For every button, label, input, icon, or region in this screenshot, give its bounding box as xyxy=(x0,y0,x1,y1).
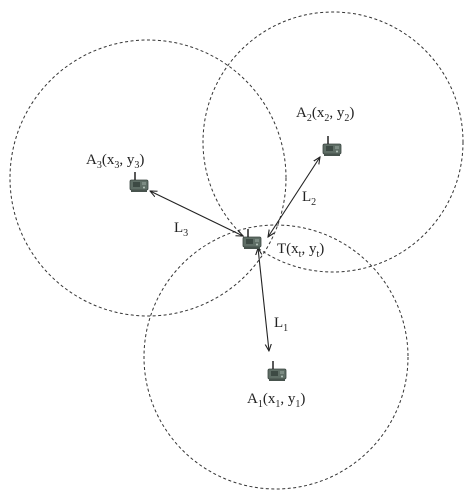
range-circle-a1 xyxy=(143,224,409,490)
label-l2: L2 xyxy=(302,189,316,208)
label-t: T(xt, yt) xyxy=(277,241,324,260)
range-circle-a2 xyxy=(202,11,464,273)
label-a3: A3(x3, y3) xyxy=(86,152,144,171)
label-l3: L3 xyxy=(174,220,188,239)
link-l1 xyxy=(258,248,269,351)
link-l2 xyxy=(268,157,320,237)
sensor-node-a1-icon xyxy=(267,360,287,382)
label-l1: L1 xyxy=(274,315,288,334)
sensor-node-a3-icon xyxy=(129,171,149,193)
sensor-node-a2-icon xyxy=(322,135,342,157)
label-a1: A1(x1, y1) xyxy=(247,391,305,410)
label-a2: A2(x2, y2) xyxy=(296,105,354,124)
range-circle-a3 xyxy=(9,39,287,317)
sensor-node-t-icon xyxy=(242,228,262,250)
link-l3 xyxy=(150,191,243,236)
